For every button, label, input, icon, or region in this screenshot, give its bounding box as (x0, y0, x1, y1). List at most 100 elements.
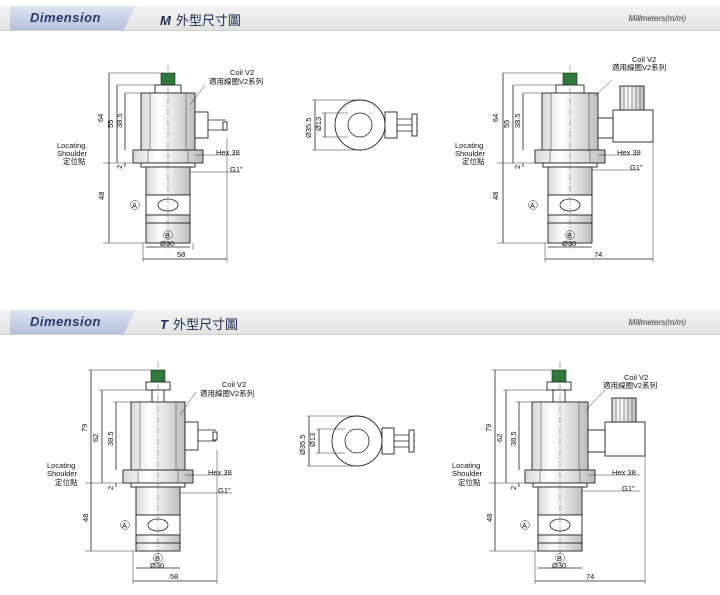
coil-label: Coil V2 (222, 380, 246, 389)
coil-nut-icon (551, 369, 567, 383)
t-series-drawing: 79 62 38.5 2 48 Coil V2 適用線圈V2系列 Locatin… (47, 362, 657, 584)
port-a-label: A (122, 521, 127, 530)
thread-label: G1" (622, 484, 635, 493)
unit-label: Millmeters(m/m) (628, 14, 686, 23)
locating-cn: 定位點 (458, 477, 481, 487)
thread-label: G1" (230, 165, 243, 174)
coil-cn-label: 適用線圈V2系列 (209, 76, 263, 86)
locating-line2: Shoulder (57, 149, 88, 158)
locating-cn: 定位點 (63, 156, 86, 166)
port-b-marker (153, 553, 163, 563)
dia-outer: Ø35.5 (298, 435, 307, 455)
coil-inner-circle (344, 428, 370, 454)
locating-line1: Locating (47, 461, 75, 470)
dia-label: Ø30 (160, 239, 174, 248)
dim-coil-inner: 38.5 (513, 113, 522, 128)
dim-lower: 48 (491, 192, 500, 200)
dim-shoulder: 2 (513, 165, 522, 169)
coil-cn-label: 適用線圈V2系列 (200, 388, 254, 398)
dim-coil: 55 (502, 120, 511, 128)
dia-label: Ø30 (150, 561, 164, 570)
coil-label: Coil V2 (632, 55, 656, 64)
connector-block (184, 421, 199, 451)
hex-label: Hex 38 (208, 468, 232, 477)
port-a-marker (520, 520, 530, 530)
port-b-label: B (557, 554, 562, 563)
m-top-view: Ø35.5 Ø13 (304, 99, 418, 151)
m-right-valve (534, 65, 654, 250)
locating-cn: 定位點 (55, 477, 78, 487)
series-title-text: 外型尺寸圖 (172, 317, 238, 332)
dim-lower: 48 (81, 514, 90, 522)
dia-outer: Ø35.5 (304, 118, 313, 138)
coil-label: Coil V2 (230, 68, 254, 77)
dia-label: Ø30 (562, 239, 576, 248)
coil-outer-circle (334, 99, 386, 151)
dimension-tab-t: Dimension (10, 310, 136, 334)
dimension-tab-label: Dimension (30, 314, 101, 329)
t-top-view: Ø35.5 Ø13 (298, 415, 415, 467)
series-title-text: 外型尺寸圖 (175, 13, 241, 28)
port-b-marker (565, 230, 575, 240)
m-series-drawing: 64 55 38.5 2 48 Coil V2 適用線圈V2系列 Locatin… (57, 55, 666, 262)
dia-inner: Ø13 (308, 433, 317, 447)
dim-coil: 62 (91, 434, 100, 442)
t-right-valve (524, 362, 646, 558)
dim-shoulder: 2 (509, 486, 518, 490)
dimension-tab-label: Dimension (30, 10, 101, 25)
dim-coil: 55 (106, 120, 115, 128)
dim-lower: 48 (97, 192, 106, 200)
port-a-label: A (522, 521, 527, 530)
din-connector (604, 421, 646, 457)
port-b-label: B (165, 231, 170, 240)
din-connector (612, 109, 654, 143)
dim-lower: 48 (485, 514, 494, 522)
unit-label: Millmeters(m/m) (628, 318, 686, 327)
t-right-dimensions: 79 62 38.5 2 48 Coil V2 適用線圈V2系列 Locatin… (452, 369, 657, 584)
port-b-marker (163, 230, 173, 240)
width-label: 74 (586, 572, 594, 581)
t-left-dimensions: 79 62 38.5 2 48 Coil V2 適用線圈V2系列 Locatin… (47, 369, 254, 584)
hex-label: Hex 38 (612, 468, 636, 477)
port-b-label: B (567, 231, 572, 240)
dim-shoulder: 2 (106, 486, 115, 490)
locating-line2: Shoulder (47, 469, 78, 478)
dim-total: 64 (491, 114, 500, 122)
hex-label: Hex 38 (216, 148, 240, 157)
locating-line1: Locating (452, 461, 480, 470)
locating-line2: Shoulder (452, 469, 483, 478)
coil-label: Coil V2 (624, 373, 648, 382)
dim-total: 79 (484, 424, 493, 432)
port-a-label: A (530, 201, 535, 210)
dim-shoulder: 2 (115, 165, 124, 169)
m-left-valve (132, 65, 228, 250)
thread-label: G1" (218, 486, 231, 495)
dia-label: Ø30 (552, 561, 566, 570)
thread-label: G1" (630, 163, 643, 172)
dim-coil-inner: 38.5 (106, 431, 115, 446)
dim-coil: 62 (495, 434, 504, 442)
width-label: 58 (177, 250, 185, 259)
port-a-marker (528, 200, 538, 210)
m-right-dimensions: 64 55 38.5 2 48 Coil V2 適用線圈V2系列 Locatin… (455, 55, 666, 262)
coil-inner-circle (347, 112, 373, 138)
connector-block (194, 111, 209, 139)
width-label: 74 (594, 250, 602, 259)
t-left-valve (122, 362, 218, 558)
coil-cn-label: 適用線圈V2系列 (612, 62, 666, 72)
coil-cn-label: 適用線圈V2系列 (603, 380, 657, 390)
m-left-dimensions: 64 55 38.5 2 48 Coil V2 適用線圈V2系列 Locatin… (57, 68, 263, 262)
port-b-marker (555, 553, 565, 563)
coil-outer-circle (331, 415, 383, 467)
width-label: 58 (170, 572, 178, 581)
dia-inner: Ø13 (314, 117, 323, 131)
locating-line1: Locating (455, 141, 483, 150)
series-title-t: T 外型尺寸圖 (160, 314, 238, 333)
series-letter: T (160, 317, 168, 332)
dim-coil-inner: 38.5 (115, 113, 124, 128)
port-a-marker (130, 200, 140, 210)
locating-cn: 定位點 (462, 156, 485, 166)
section-header-t: Dimension T 外型尺寸圖 Millmeters(m/m) (0, 310, 720, 335)
